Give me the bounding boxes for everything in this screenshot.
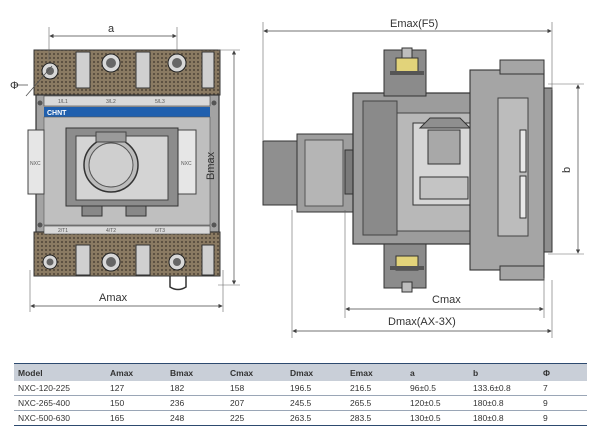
left-side-label: NXC [30, 161, 41, 167]
dimension-b: b [561, 167, 573, 173]
cell-amax: 150 [106, 395, 166, 411]
cell-emax: 283.5 [346, 410, 406, 426]
cell-b: 133.6±0.8 [469, 381, 539, 396]
left-side-panel [27, 129, 45, 195]
front-view: 1/L1 3/L2 5/L3 CHNT NXC NXC 2/T1 4/T2 6/… [15, 49, 221, 291]
terminal-label-l3: 5/L3 [155, 99, 165, 105]
bottom-terminal-screws [42, 244, 215, 276]
header-dmax: Dmax [286, 363, 346, 381]
header-a: a [406, 363, 469, 381]
cell-phi: 9 [539, 410, 587, 426]
right-side-label: NXC [181, 161, 192, 167]
cell-emax: 265.5 [346, 395, 406, 411]
cell-model: NXC-120-225 [14, 381, 106, 396]
cell-amax: 127 [106, 381, 166, 396]
cell-b: 180±0.8 [469, 410, 539, 426]
cell-model: NXC-500-630 [14, 410, 106, 426]
table-row: NXC-120-225 127 182 158 196.5 216.5 96±0… [14, 381, 587, 396]
cell-cmax: 225 [226, 410, 286, 426]
terminal-label-l1: 1/L1 [58, 99, 68, 105]
spec-table: Model Amax Bmax Cmax Dmax Emax a b Φ NXC… [14, 363, 587, 426]
cell-bmax: 248 [166, 410, 226, 426]
side-view-dimensions: Emax(F5) b Cmax Dmax(AX-3X) [262, 18, 584, 338]
front-view-dimensions: a Φ Amax Bmax [10, 23, 240, 312]
aux-contact-block [262, 140, 298, 206]
top-terminal-block [33, 49, 221, 96]
cell-dmax: 196.5 [286, 381, 346, 396]
header-phi: Φ [539, 363, 587, 381]
cell-dmax: 245.5 [286, 395, 346, 411]
dimension-bmax: Bmax [205, 151, 217, 180]
table-row: NXC-500-630 165 248 225 263.5 283.5 130±… [14, 410, 587, 426]
terminal-label-t2: 4/T2 [106, 228, 116, 234]
header-b: b [469, 363, 539, 381]
header-model: Model [14, 363, 106, 381]
cell-cmax: 207 [226, 395, 286, 411]
bottom-terminal-block [33, 231, 221, 277]
side-view [262, 47, 553, 293]
cell-model: NXC-265-400 [14, 395, 106, 411]
cell-amax: 165 [106, 410, 166, 426]
table-header-row: Model Amax Bmax Cmax Dmax Emax a b Φ [14, 363, 587, 381]
cell-a: 96±0.5 [406, 381, 469, 396]
cell-bmax: 236 [166, 395, 226, 411]
header-bmax: Bmax [166, 363, 226, 381]
header-amax: Amax [106, 363, 166, 381]
dimension-a: a [108, 23, 115, 35]
brand-logo: CHNT [47, 110, 67, 117]
header-emax: Emax [346, 363, 406, 381]
cell-phi: 7 [539, 381, 587, 396]
cell-phi: 9 [539, 395, 587, 411]
dimension-phi: Φ [10, 80, 19, 92]
dimension-cmax: Cmax [432, 294, 461, 306]
terminal-label-l2: 3/L2 [106, 99, 116, 105]
dimension-dmax: Dmax(AX-3X) [388, 316, 456, 328]
top-terminal-screws [41, 51, 215, 89]
cell-dmax: 263.5 [286, 410, 346, 426]
terminal-label-t3: 6/T3 [155, 228, 165, 234]
cell-cmax: 158 [226, 381, 286, 396]
dimension-emax: Emax(F5) [390, 18, 438, 30]
cell-b: 180±0.8 [469, 395, 539, 411]
cell-a: 130±0.5 [406, 410, 469, 426]
cell-bmax: 182 [166, 381, 226, 396]
cell-emax: 216.5 [346, 381, 406, 396]
dimension-amax: Amax [99, 292, 128, 304]
terminal-label-t1: 2/T1 [58, 228, 68, 234]
header-cmax: Cmax [226, 363, 286, 381]
table-row: NXC-265-400 150 236 207 245.5 265.5 120±… [14, 395, 587, 411]
technical-drawing: 1/L1 3/L2 5/L3 CHNT NXC NXC 2/T1 4/T2 6/… [10, 18, 584, 338]
cell-a: 120±0.5 [406, 395, 469, 411]
